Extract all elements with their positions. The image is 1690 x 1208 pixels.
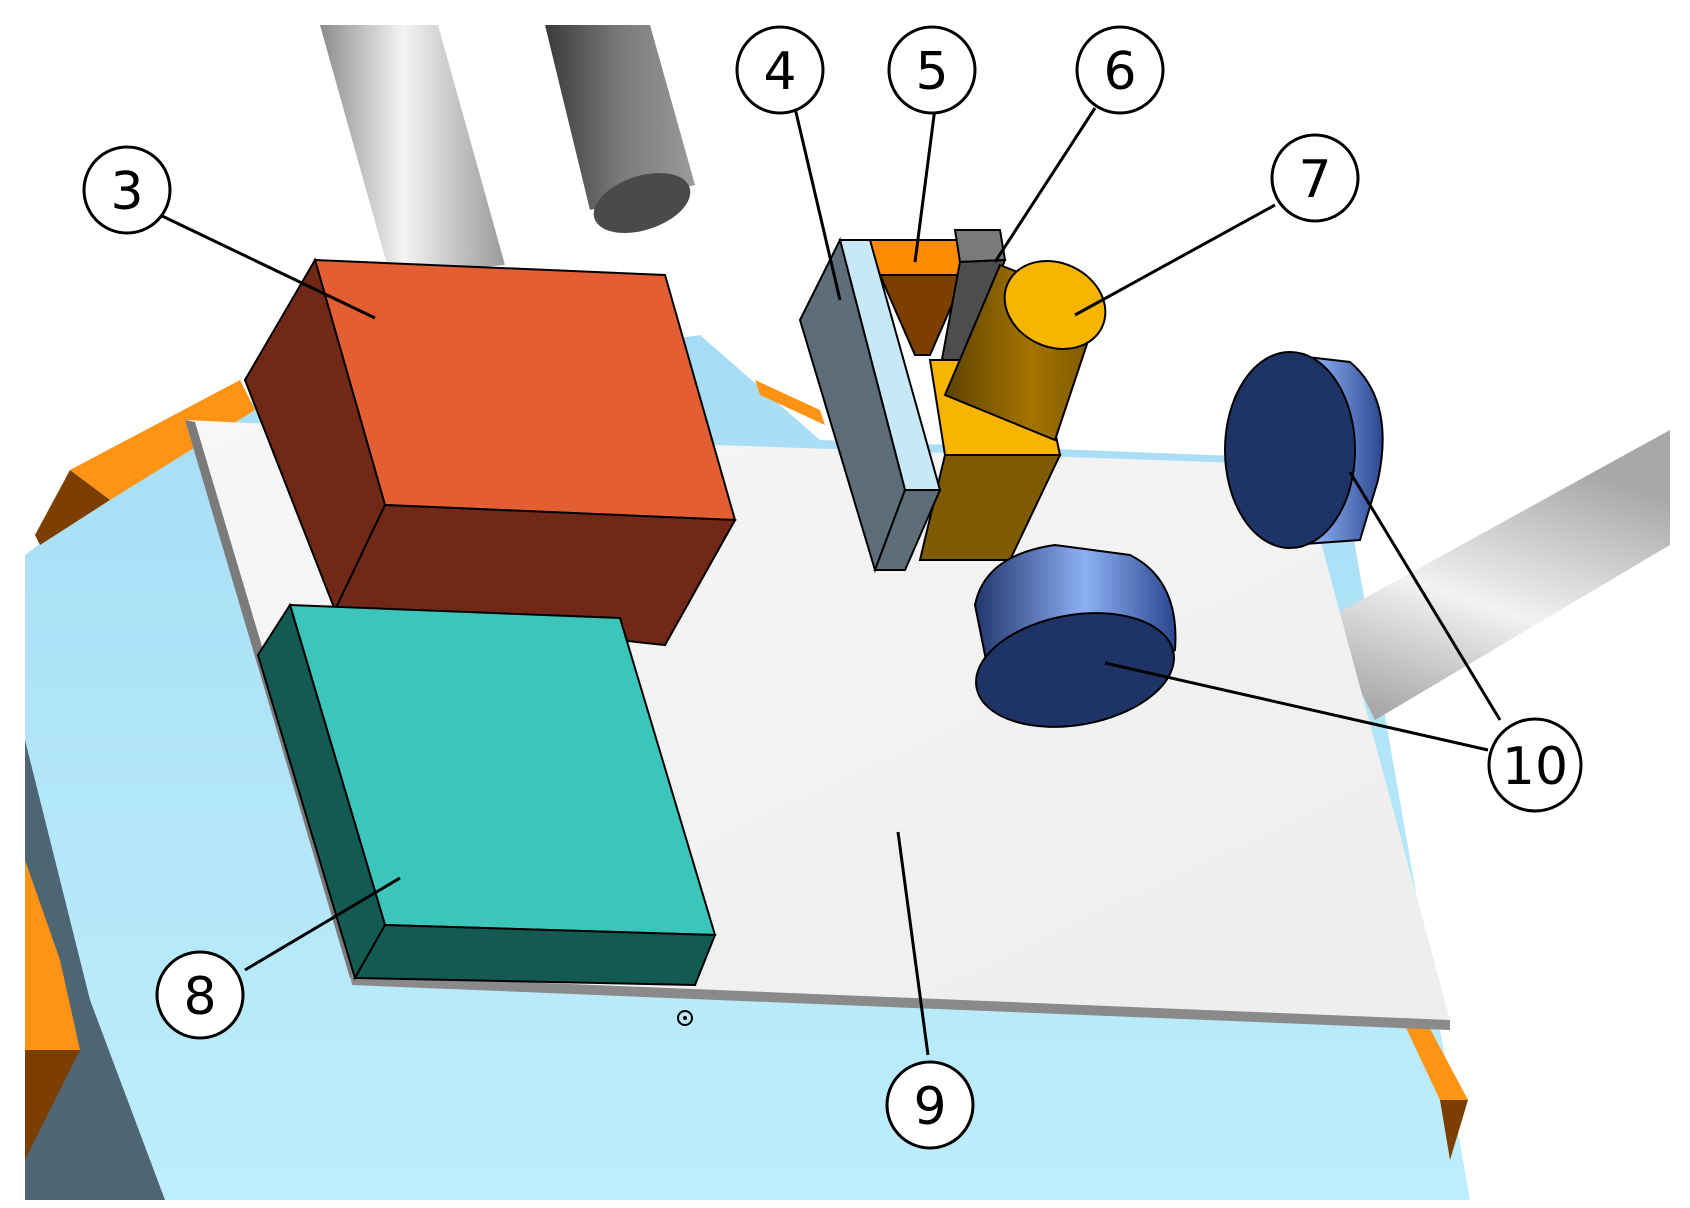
callout-4: 4 [735, 25, 825, 115]
orange-rails [25, 380, 1468, 1160]
callout-7: 7 [1270, 133, 1360, 223]
callout-6: 6 [1075, 25, 1165, 115]
reference-mark [677, 1010, 693, 1026]
block-8 [256, 602, 717, 987]
callout-7-label: 7 [1298, 150, 1331, 210]
callout-3: 3 [82, 145, 172, 235]
leader-10b [1348, 471, 1502, 721]
leader-6 [993, 107, 1097, 263]
leader-10a [1104, 661, 1489, 752]
leader-7 [1074, 203, 1276, 317]
part-6 [938, 229, 1007, 371]
callout-9: 9 [885, 1060, 975, 1150]
leader-4 [793, 107, 842, 301]
leader-9 [896, 831, 930, 1056]
callout-4-label: 4 [763, 42, 796, 102]
callout-6-label: 6 [1103, 42, 1136, 102]
leader-5 [913, 107, 937, 263]
leader-3 [159, 213, 376, 320]
callout-8: 8 [155, 950, 245, 1040]
callout-5-label: 5 [915, 42, 948, 102]
leader-lines [159, 107, 1502, 1056]
callout-10-label: 10 [1502, 737, 1568, 797]
callout-3-label: 3 [110, 162, 143, 222]
callout-5: 5 [887, 25, 977, 115]
puck-10-rear [1224, 351, 1384, 549]
callout-9-label: 9 [913, 1077, 946, 1137]
callout-8-label: 8 [183, 967, 216, 1027]
cylinder-7 [943, 260, 1107, 442]
post-4 [798, 237, 942, 574]
rods [320, 25, 1670, 720]
leader-8 [244, 876, 401, 972]
callout-10: 10 [1487, 717, 1583, 813]
